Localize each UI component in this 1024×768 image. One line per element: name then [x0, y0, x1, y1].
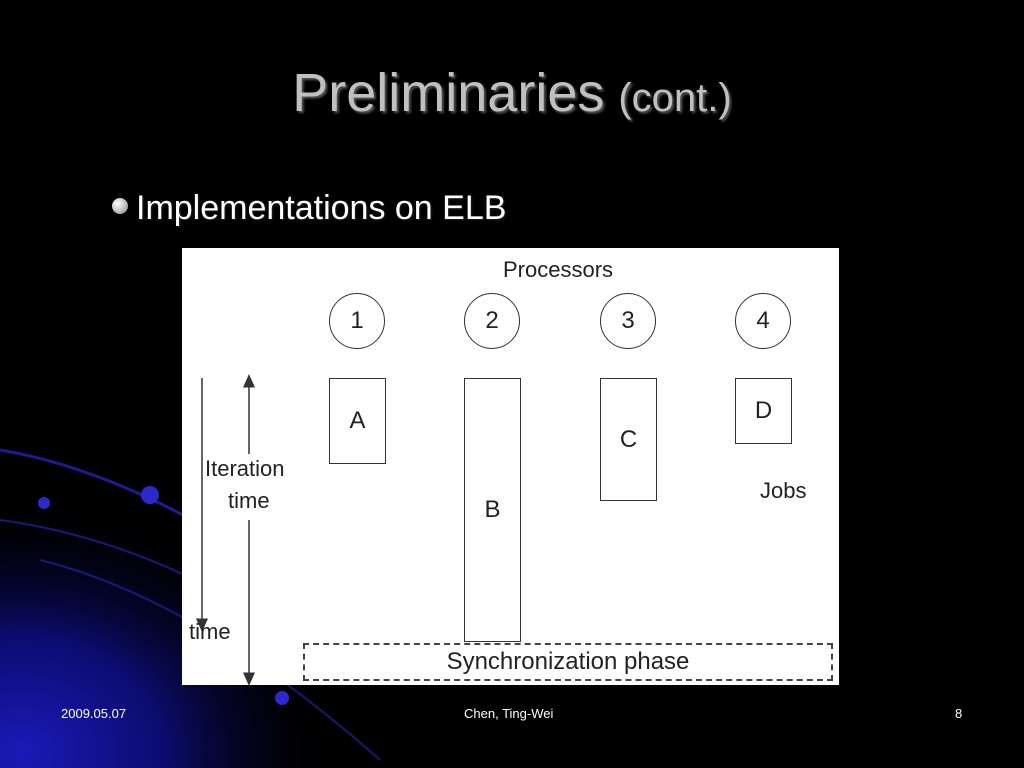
time-label: time	[189, 619, 231, 644]
elb-diagram: Processors 1 2 3 4 A B C D Jobs Iteratio…	[182, 248, 839, 685]
bullet-text: Implementations on ELB	[136, 189, 507, 227]
title-suffix: (cont.)	[618, 76, 732, 120]
jobs-label: Jobs	[760, 478, 807, 503]
diagram-lines	[196, 374, 255, 685]
title-main: Preliminaries	[292, 63, 605, 123]
job-c: C	[600, 378, 657, 501]
processor-4: 4	[735, 293, 791, 349]
processors-label: Processors	[503, 257, 614, 282]
footer-page-number: 8	[955, 706, 963, 721]
processor-2: 2	[464, 293, 520, 349]
slide-title: Preliminaries (cont.)	[0, 62, 1024, 124]
iteration-label-line2: time	[228, 488, 270, 513]
bullet-item: Implementations on ELB	[112, 189, 506, 228]
iteration-label-line1: Iteration	[205, 456, 285, 481]
processor-1: 1	[329, 293, 385, 349]
footer-author: Chen, Ting-Wei	[464, 706, 554, 721]
footer-date: 2009.05.07	[61, 706, 127, 721]
processor-3: 3	[600, 293, 656, 349]
job-a: A	[329, 378, 386, 464]
job-d: D	[735, 378, 792, 444]
bullet-dot-icon	[112, 198, 128, 215]
synchronization-phase: Synchronization phase	[303, 643, 833, 681]
job-b: B	[464, 378, 521, 642]
